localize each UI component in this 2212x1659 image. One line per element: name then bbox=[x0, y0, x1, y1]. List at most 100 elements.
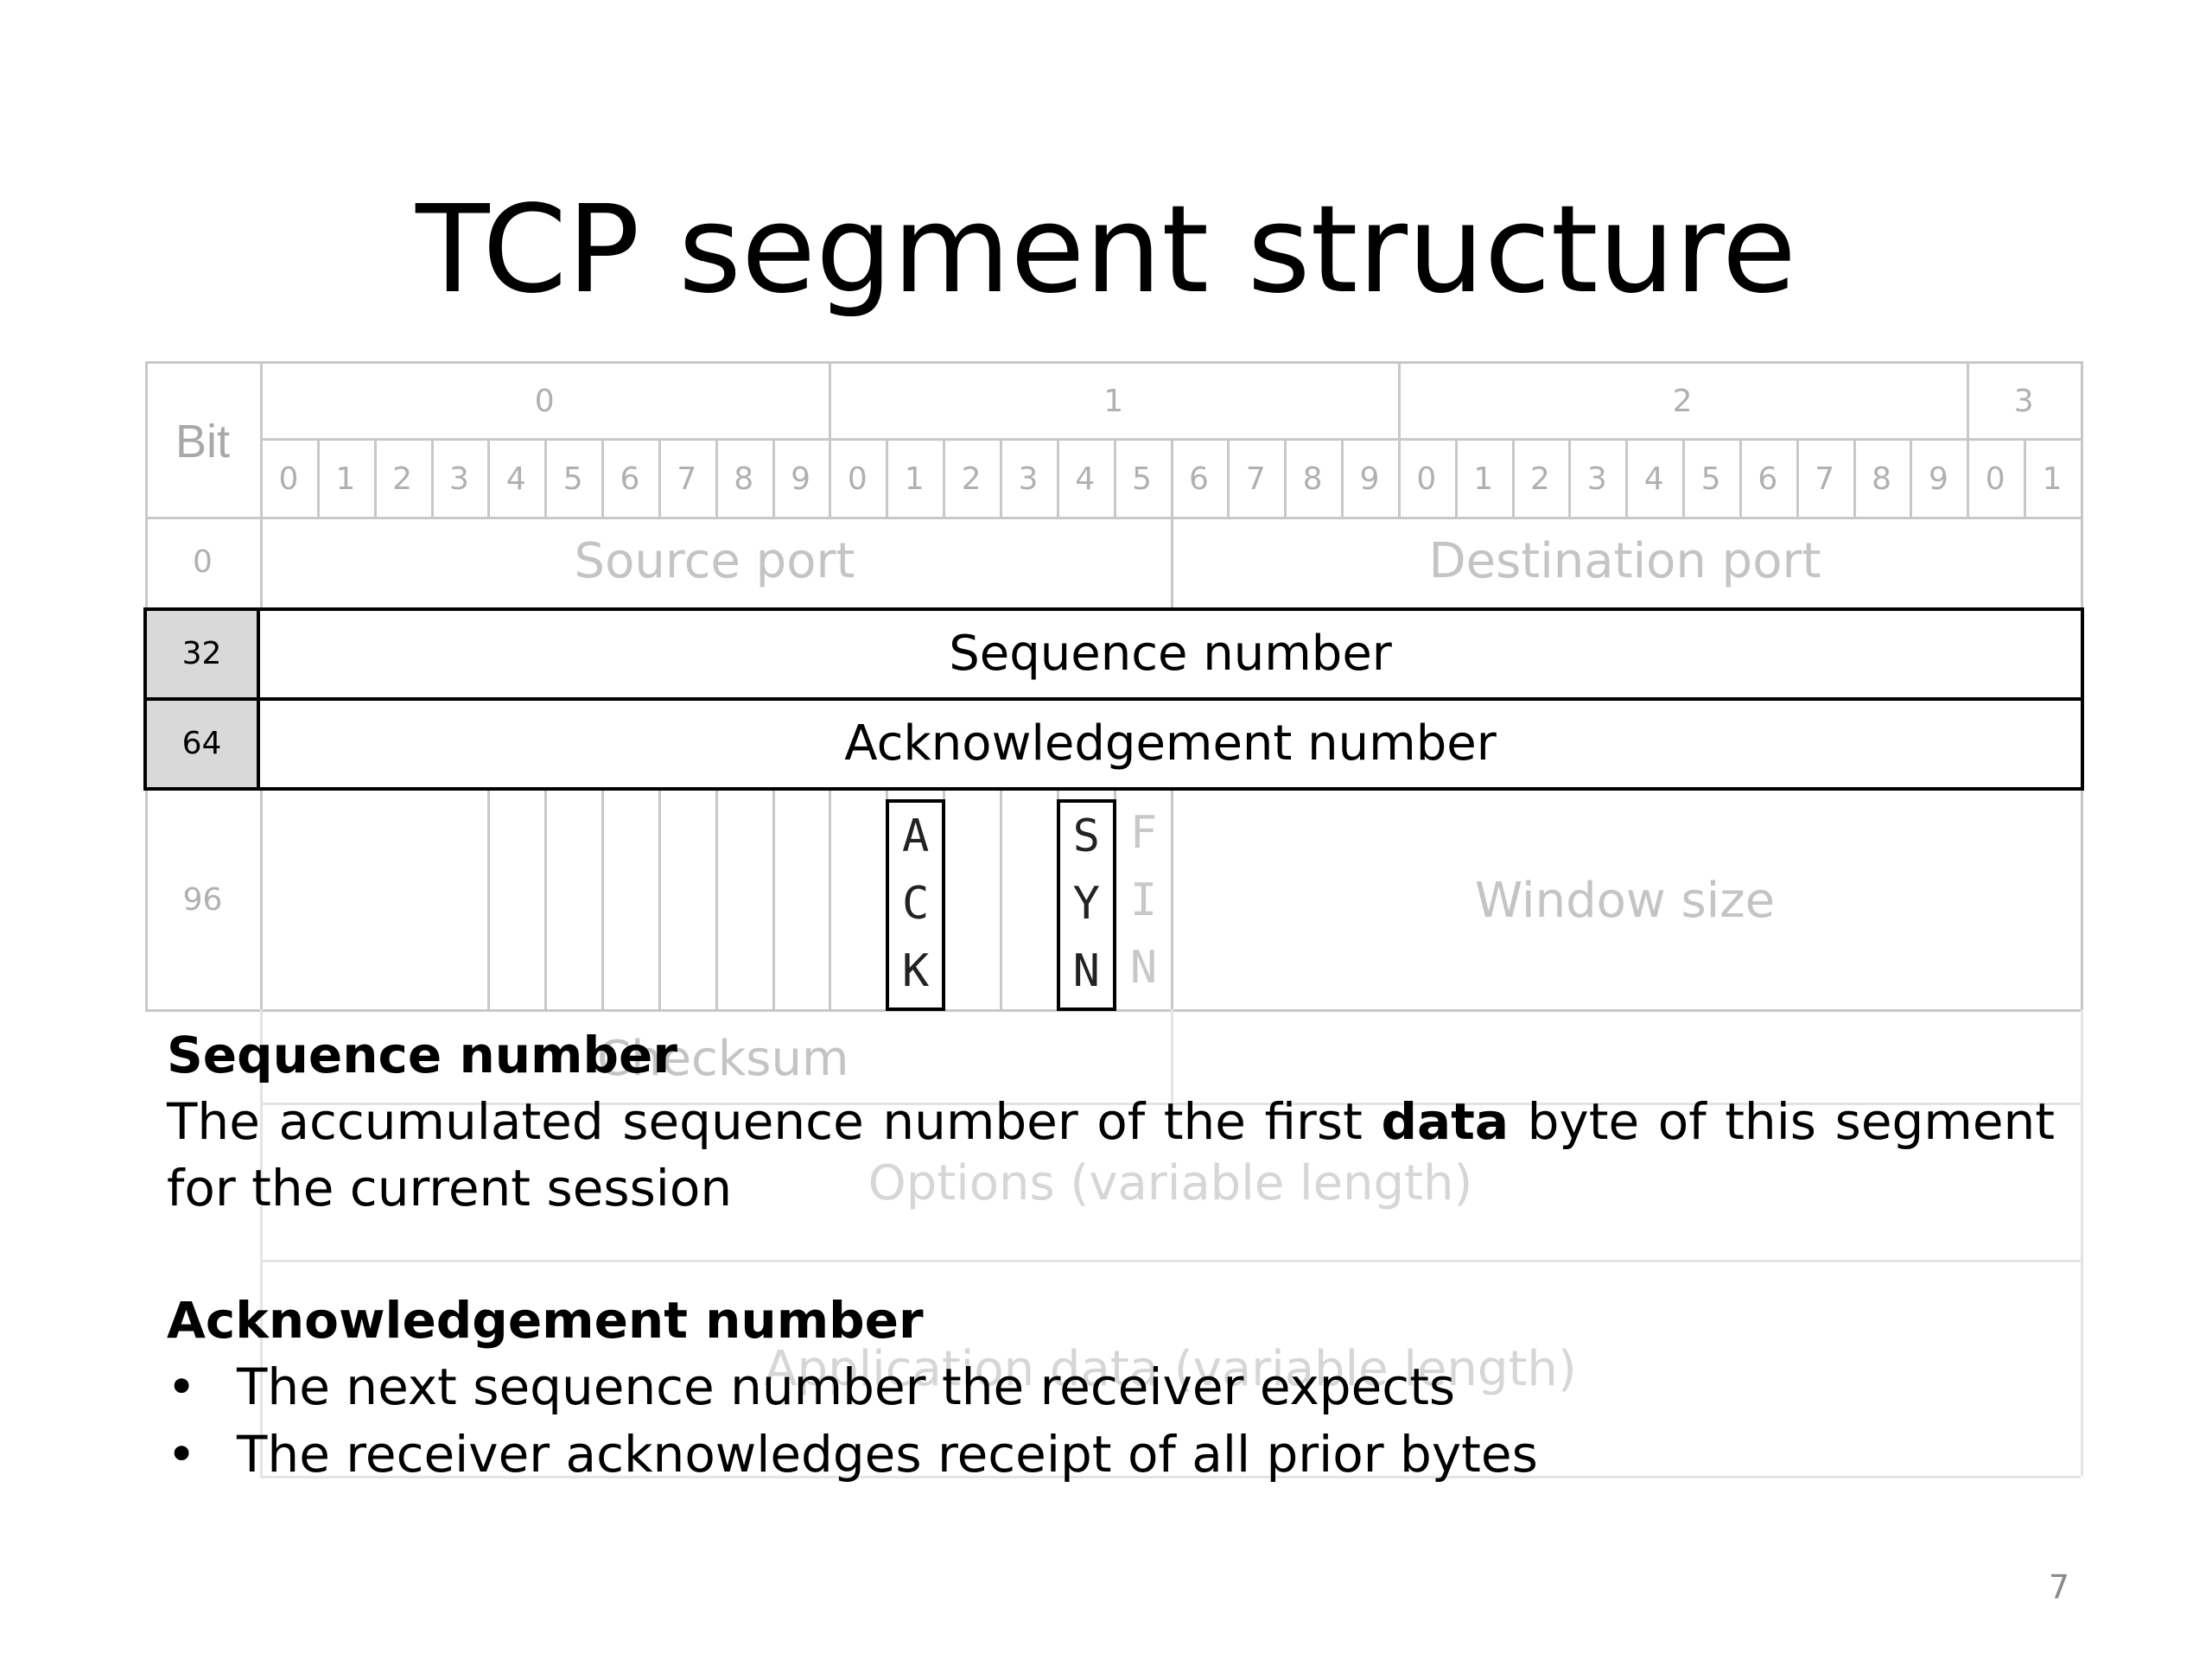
ack-bullet-1-text: The next sequence number the receiver ex… bbox=[237, 1357, 1456, 1416]
grid-line bbox=[829, 438, 832, 517]
grid-line bbox=[772, 791, 775, 1009]
bit-label: 9 bbox=[1928, 461, 1948, 497]
grid-line bbox=[1227, 438, 1230, 517]
bit-label: 9 bbox=[791, 461, 810, 497]
bit-label: 2 bbox=[961, 461, 982, 497]
bit-label: 3 bbox=[449, 461, 469, 497]
row-offset-0: 0 bbox=[193, 544, 213, 580]
bit-label: 1 bbox=[904, 461, 925, 497]
grid-line bbox=[829, 791, 832, 1009]
octet-label: 0 bbox=[534, 384, 555, 419]
bit-label: 8 bbox=[1872, 461, 1891, 497]
flag-letter: Y bbox=[1072, 878, 1100, 930]
grid-line bbox=[487, 438, 491, 517]
flag-letter: A bbox=[902, 810, 930, 862]
bit-label: 6 bbox=[620, 461, 640, 497]
bit-label: 8 bbox=[734, 461, 754, 497]
flag-letter: K bbox=[902, 945, 930, 997]
grid-line bbox=[1454, 438, 1458, 517]
grid-line bbox=[658, 791, 661, 1009]
grid-line bbox=[715, 438, 718, 517]
sequence-number-heading: Sequence number bbox=[167, 1026, 677, 1084]
grid-line bbox=[1625, 438, 1629, 517]
options-field: Options (variable length) bbox=[868, 1155, 1473, 1211]
bit-label: 1 bbox=[2042, 461, 2063, 497]
bullet-dot: • bbox=[167, 1425, 197, 1484]
flag-letter: F bbox=[1129, 807, 1158, 859]
bit-label: 0 bbox=[278, 461, 299, 497]
bit-label: 5 bbox=[1700, 461, 1721, 497]
octet-label: 1 bbox=[1103, 384, 1124, 419]
grid-line bbox=[1284, 438, 1287, 517]
destination-port-field: Destination port bbox=[1428, 533, 1821, 589]
grid-line bbox=[999, 438, 1002, 517]
sequence-number-field: Sequence number bbox=[257, 607, 2084, 701]
slide-title: TCP segment structure bbox=[416, 180, 1796, 321]
sequence-text-before: The accumulated sequence number of the f… bbox=[167, 1092, 1382, 1151]
grid-line bbox=[943, 438, 946, 517]
grid-line bbox=[373, 438, 377, 517]
grid-line bbox=[1853, 438, 1856, 517]
grid-line bbox=[715, 791, 718, 1009]
row-offset-96: 96 bbox=[182, 882, 223, 918]
bit-label: 5 bbox=[563, 461, 583, 497]
grid-line bbox=[2024, 438, 2027, 517]
grid-line bbox=[1113, 438, 1116, 517]
octet-label: 2 bbox=[1672, 384, 1693, 419]
bit-label: 6 bbox=[1758, 461, 1778, 497]
flag-letter: N bbox=[1072, 945, 1100, 997]
bit-label: 5 bbox=[1132, 461, 1153, 497]
grid-line bbox=[260, 1260, 2081, 1262]
bit-label: 0 bbox=[847, 461, 868, 497]
row-offset-64: 64 bbox=[143, 697, 260, 791]
bit-label: 2 bbox=[1530, 461, 1550, 497]
grid-line bbox=[772, 438, 775, 517]
grid-line bbox=[1910, 438, 1913, 517]
grid-line bbox=[1170, 1009, 1173, 1103]
grid-line bbox=[544, 438, 548, 517]
bit-label: 7 bbox=[1245, 461, 1266, 497]
source-port-field: Source port bbox=[574, 533, 855, 589]
grid-line bbox=[1796, 438, 1799, 517]
bit-label: 2 bbox=[392, 461, 413, 497]
grid-line bbox=[145, 517, 2081, 519]
grid-line bbox=[1967, 438, 1970, 517]
grid-line bbox=[145, 361, 2081, 364]
grid-line bbox=[544, 791, 548, 1009]
grid-line bbox=[1170, 791, 1173, 1009]
bit-label: 7 bbox=[677, 461, 697, 497]
grid-line bbox=[260, 1476, 2081, 1478]
grid-line bbox=[1738, 438, 1742, 517]
ack-bullet-2-text: The receiver acknowledges receipt of all… bbox=[237, 1425, 1538, 1484]
bit-label: 4 bbox=[1075, 461, 1096, 497]
bit-label: 8 bbox=[1302, 461, 1323, 497]
grid-line bbox=[430, 438, 434, 517]
bit-label: 3 bbox=[1018, 461, 1039, 497]
grid-line bbox=[260, 1103, 2081, 1105]
grid-line bbox=[1568, 438, 1572, 517]
bit-label: 9 bbox=[1359, 461, 1380, 497]
bullet-dot: • bbox=[167, 1357, 197, 1416]
grid-line bbox=[260, 1009, 263, 1476]
grid-line bbox=[1341, 438, 1344, 517]
bit-header-label: Bit bbox=[175, 416, 231, 467]
grid-line bbox=[1056, 438, 1059, 517]
grid-line bbox=[316, 438, 320, 517]
sequence-text-bold: data bbox=[1381, 1092, 1509, 1151]
flag-letter: C bbox=[902, 878, 930, 930]
bit-label: 4 bbox=[1643, 461, 1664, 497]
grid-line bbox=[658, 438, 661, 517]
grid-line bbox=[886, 438, 889, 517]
grid-line bbox=[1682, 438, 1686, 517]
grid-line bbox=[1397, 438, 1401, 517]
grid-line bbox=[2081, 1009, 2083, 1476]
bit-label: 0 bbox=[1416, 461, 1437, 497]
bit-label: 1 bbox=[335, 461, 356, 497]
application-data-field: Application data (variable length) bbox=[764, 1341, 1577, 1397]
row-offset-32: 32 bbox=[143, 607, 260, 701]
bit-label: 4 bbox=[505, 461, 526, 497]
checksum-field: Checksum bbox=[597, 1031, 849, 1087]
